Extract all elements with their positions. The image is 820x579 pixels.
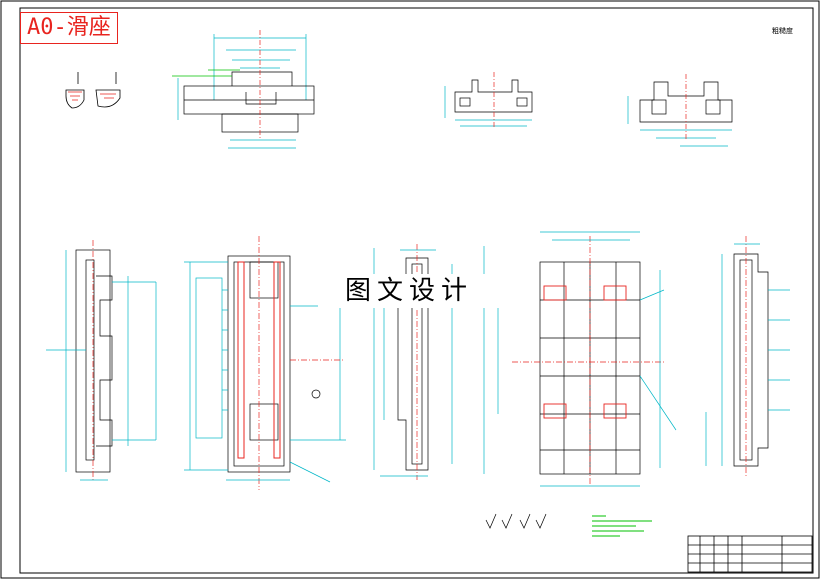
side-elevation-right (705, 236, 790, 476)
detail-view-left (65, 72, 121, 109)
roughness-symbols (485, 513, 547, 529)
main-plan-view (184, 236, 346, 490)
side-elevation-left (46, 240, 157, 481)
technical-notes (592, 515, 652, 537)
top-section-view (172, 30, 315, 149)
section-view-b (627, 74, 733, 147)
rib-grid-view (483, 231, 677, 487)
inner-border (19, 7, 814, 574)
roughness-note: 粗糙度 (772, 27, 793, 35)
watermark-label: 图文设计 (318, 274, 500, 308)
drawing-title: A0-滑座 (20, 12, 118, 44)
title-block (687, 535, 813, 573)
section-view-a (444, 72, 533, 128)
